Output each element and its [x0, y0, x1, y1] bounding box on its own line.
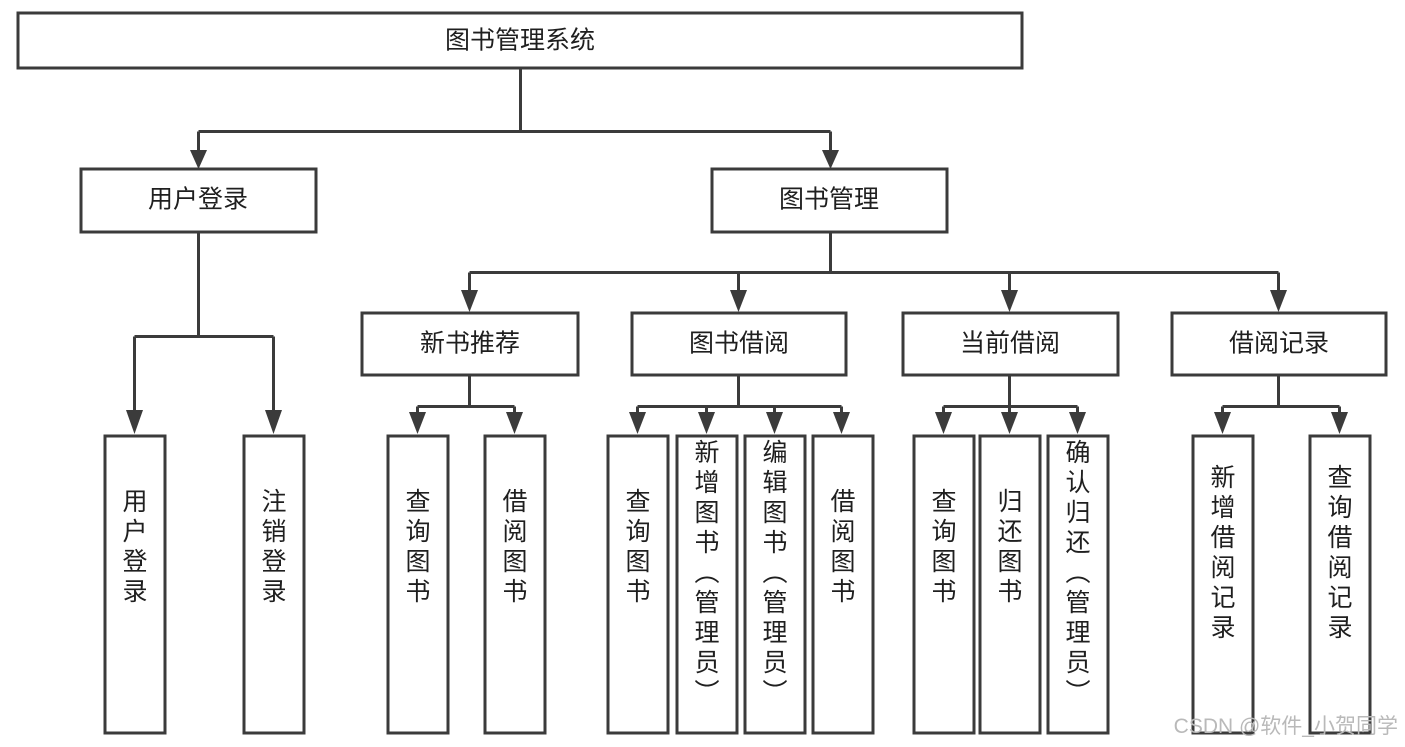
node-leaf-borrow-add-label: 新增图书︵管理员︶	[694, 439, 719, 707]
node-leaf-cur-query-label: 查询图书	[931, 488, 956, 606]
node-leaf-borrow-query[interactable]: 查询图书	[606, 434, 670, 735]
arrow-head-leaf-borrow-lend	[833, 412, 850, 434]
node-leaf-cur-return[interactable]: 归还图书	[978, 434, 1042, 735]
node-leaf-rec-query[interactable]: 查询图书	[386, 434, 450, 735]
node-leaf-rec-borrow-label: 借阅图书	[502, 488, 527, 606]
arrow-head-leaf-rec-borrow	[506, 412, 523, 434]
node-leaf-rec-query-label: 查询图书	[405, 488, 430, 606]
node-book-borrow-label: 图书借阅	[689, 330, 789, 358]
arrow-head-new-book-rec	[461, 290, 478, 312]
arrow-head-book-borrow	[730, 290, 747, 312]
node-leaf-cur-confirm-label: 确认归还︵管理员︶	[1065, 439, 1090, 707]
node-leaf-rec-search[interactable]: 查询借阅记录	[1308, 434, 1372, 735]
node-leaf-rec-add[interactable]: 新增借阅记录	[1191, 434, 1255, 735]
node-user-login[interactable]: 用户登录	[79, 167, 318, 234]
node-current-borrow[interactable]: 当前借阅	[901, 311, 1120, 377]
node-leaf-rec-add-label: 新增借阅记录	[1210, 464, 1235, 642]
arrow-head-book-manage	[822, 150, 839, 169]
node-leaf-borrow-lend[interactable]: 借阅图书	[811, 434, 875, 735]
arrow-head-leaf-cur-query	[935, 412, 952, 434]
node-book-borrow[interactable]: 图书借阅	[630, 311, 848, 377]
node-new-book-rec[interactable]: 新书推荐	[360, 311, 580, 377]
node-leaf-borrow-add[interactable]: 新增图书︵管理员︶	[675, 434, 739, 735]
node-leaf-borrow-edit[interactable]: 编辑图书︵管理员︶	[743, 434, 807, 735]
arrow-head-leaf-borrow-add	[698, 412, 715, 434]
node-layer: 图书管理系统 用户登录 图书管理 新书推荐 图书借阅	[16, 11, 1388, 735]
node-book-manage[interactable]: 图书管理	[710, 167, 949, 234]
node-leaf-user-login[interactable]: 用户登录	[103, 434, 167, 735]
arrow-head-leaf-cur-confirm	[1069, 412, 1086, 434]
arrow-head-leaf-borrow-edit	[766, 412, 783, 434]
node-leaf-rec-search-label: 查询借阅记录	[1327, 464, 1352, 642]
node-root-label: 图书管理系统	[445, 27, 595, 55]
node-borrow-record-label: 借阅记录	[1229, 330, 1329, 358]
arrow-head-leaf-borrow-query	[629, 412, 646, 434]
arrow-head-leaf-rec-search	[1331, 412, 1348, 434]
node-leaf-user-logout-label: 注销登录	[261, 488, 286, 606]
node-root[interactable]: 图书管理系统	[16, 11, 1024, 70]
node-leaf-cur-confirm[interactable]: 确认归还︵管理员︶	[1046, 434, 1110, 735]
arrow-head-leaf-rec-add	[1214, 412, 1231, 434]
node-leaf-borrow-edit-label: 编辑图书︵管理员︶	[762, 439, 787, 707]
node-user-login-label: 用户登录	[148, 186, 248, 214]
node-current-borrow-label: 当前借阅	[960, 330, 1060, 358]
node-leaf-borrow-query-label: 查询图书	[625, 488, 650, 606]
arrow-head-borrow-record	[1270, 290, 1287, 312]
node-leaf-cur-return-label: 归还图书	[997, 488, 1022, 606]
arrow-head-leaf-user-logout	[265, 410, 282, 434]
node-new-book-rec-label: 新书推荐	[420, 330, 520, 358]
arrow-head-leaf-user-login	[126, 410, 143, 434]
node-leaf-rec-borrow[interactable]: 借阅图书	[483, 434, 547, 735]
watermark-label: CSDN @软件_小贺同学	[1174, 715, 1398, 738]
node-leaf-user-login-label: 用户登录	[122, 488, 147, 606]
arrow-head-leaf-cur-return	[1001, 412, 1018, 434]
node-borrow-record[interactable]: 借阅记录	[1170, 311, 1388, 377]
arrow-head-current-borrow	[1001, 290, 1018, 312]
node-leaf-borrow-lend-label: 借阅图书	[830, 488, 855, 606]
connector-layer	[126, 68, 1348, 434]
arrow-head-leaf-rec-query	[409, 412, 426, 434]
node-leaf-cur-query[interactable]: 查询图书	[912, 434, 976, 735]
arrow-head-user-login	[190, 150, 207, 169]
node-book-manage-label: 图书管理	[779, 186, 879, 214]
node-leaf-user-logout[interactable]: 注销登录	[242, 434, 306, 735]
